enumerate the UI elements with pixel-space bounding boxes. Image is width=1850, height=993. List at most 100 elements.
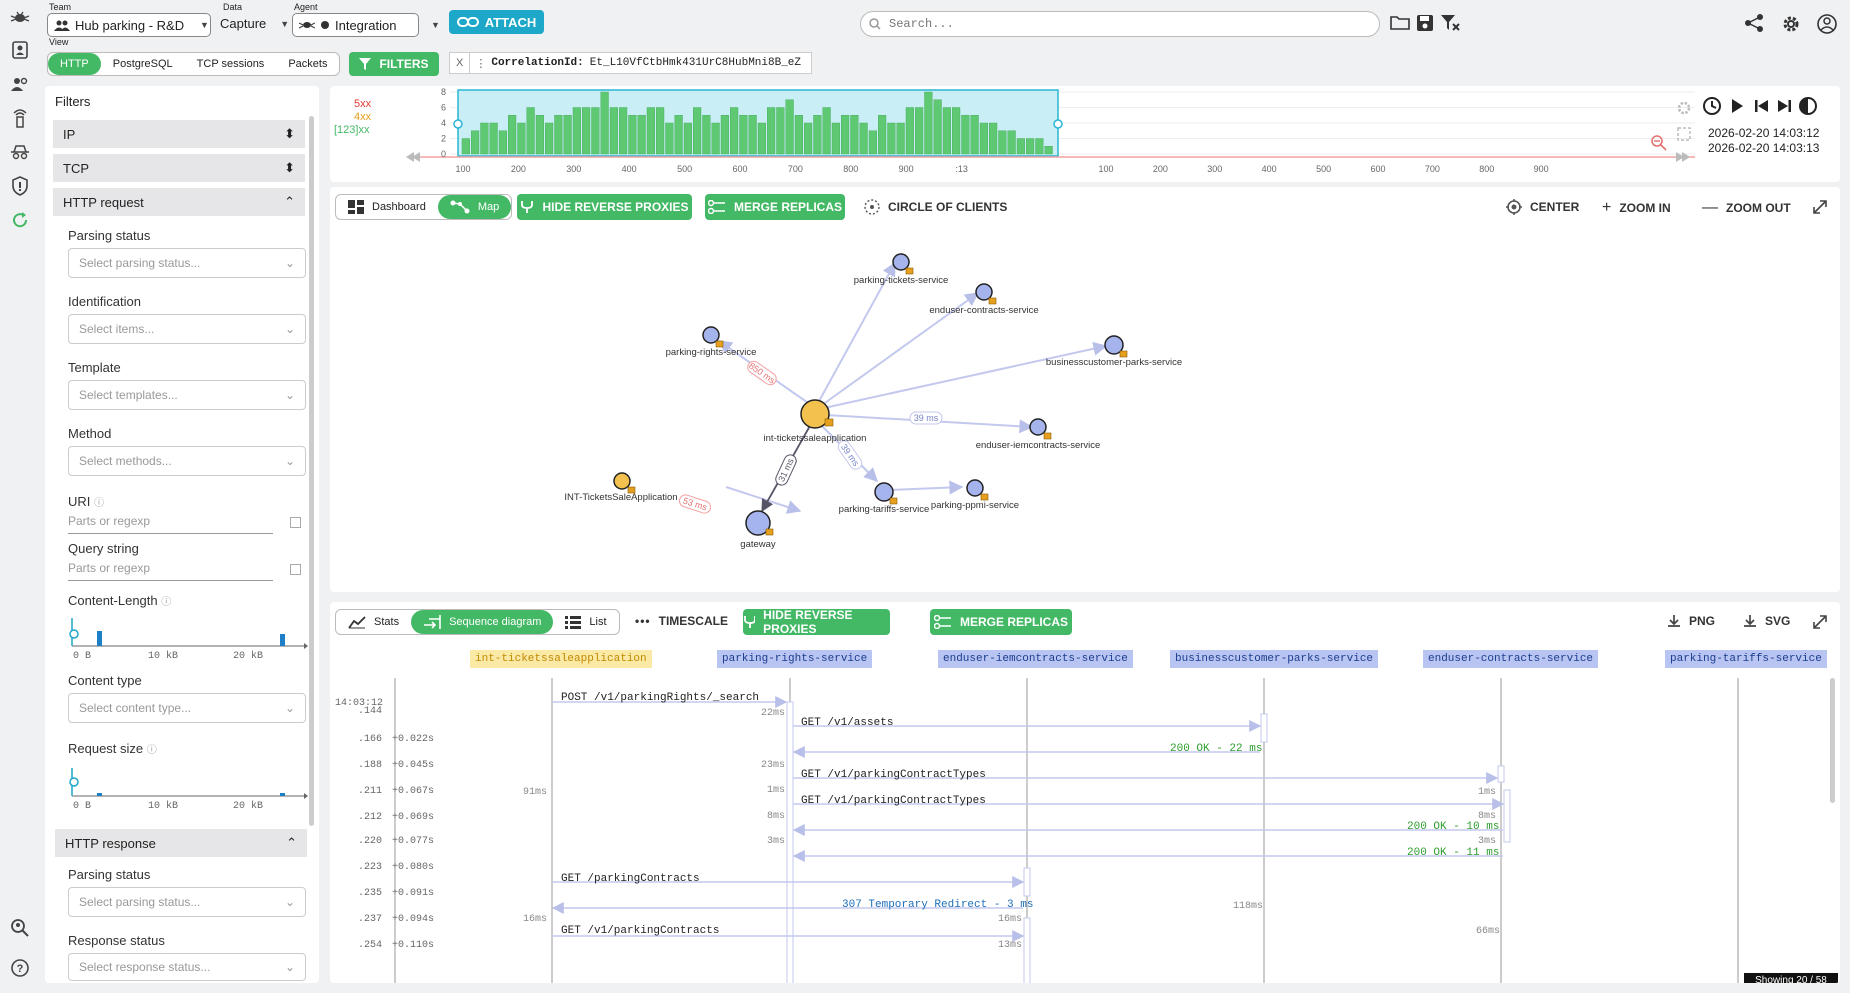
tab-packets[interactable]: Packets [288,58,328,70]
filter-clear-icon[interactable] [1440,14,1460,35]
map-expand-icon[interactable] [1812,199,1828,218]
clock-icon[interactable] [1702,96,1722,119]
uri-input[interactable]: Parts or regexp [68,512,273,534]
play-icon[interactable] [1730,98,1744,117]
app-logo-icon[interactable] [10,8,30,28]
settings-gear-icon[interactable] [1780,13,1802,38]
sequence-diagram[interactable] [330,668,1840,983]
timeline-gear-icon[interactable] [1676,100,1692,119]
share-icon[interactable] [1744,13,1764,36]
tab-http[interactable]: HTTP [48,53,101,75]
query-string-input[interactable]: Parts or regexp [68,559,273,581]
save-icon[interactable] [1416,14,1434,35]
section-tcp[interactable]: TCP⬍ [53,154,305,182]
seq-expand-icon[interactable] [1812,614,1828,633]
search-box[interactable] [860,11,1380,37]
seq-response[interactable]: 200 OK - 11 ms [1407,847,1500,859]
template-select[interactable]: Select templates...⌄ [68,380,306,410]
tab-stats[interactable]: Stats [336,610,411,634]
tab-tcp-sessions[interactable]: TCP sessions [196,58,265,70]
node-int-ticketssaleapplication-client[interactable] [613,472,631,490]
section-http-response[interactable]: HTTP response⌃ [55,829,307,857]
filters-button[interactable]: FILTERS [349,52,439,76]
seq-message[interactable]: GET /v1/parkingContractTypes [801,769,986,781]
tab-list[interactable]: List [553,610,618,634]
method-select[interactable]: Select methods...⌄ [68,446,306,476]
node-parking-ppmi-service[interactable] [966,479,984,497]
sidebar-scrollbar[interactable] [309,116,314,826]
center-button[interactable]: CENTER [1506,199,1579,215]
lifeline-header[interactable]: enduser-iemcontracts-service [938,650,1133,668]
req-parsing-status-select[interactable]: Select parsing status...⌄ [68,248,306,278]
skip-previous-icon[interactable] [1754,98,1770,117]
resp-parsing-status-select[interactable]: Select parsing status...⌄ [68,887,306,917]
users-icon[interactable] [10,74,30,94]
seq-hide-reverse-proxies-button[interactable]: HIDE REVERSE PROXIES [743,608,890,636]
agent-select[interactable]: Integration [292,13,419,37]
request-size-histogram[interactable] [68,762,308,802]
node-parking-rights-service[interactable] [702,326,720,344]
shield-icon[interactable] [10,176,30,196]
lifeline-header[interactable]: enduser-contracts-service [1423,650,1599,668]
selection-handle-right[interactable] [1053,119,1063,129]
seq-message[interactable]: GET /v1/parkingContracts [561,925,720,937]
refresh-icon[interactable] [10,210,30,230]
section-ip[interactable]: IP⬍ [53,120,305,148]
content-length-histogram[interactable] [68,612,308,652]
tab-dashboard[interactable]: Dashboard [336,195,438,219]
seq-message[interactable]: GET /v1/parkingContractTypes [801,795,986,807]
section-http-request[interactable]: HTTP request⌃ [53,188,305,216]
map-merge-replicas-button[interactable]: MERGE REPLICAS [705,194,845,220]
forward-end-icon[interactable] [1676,152,1690,162]
lifeline-header[interactable]: parking-rights-service [717,650,873,668]
skip-next-icon[interactable] [1776,98,1792,117]
profile-card-icon[interactable] [10,40,30,60]
node-int-ticketssaleapplication[interactable] [800,399,830,429]
tab-sequence-diagram[interactable]: Sequence diagram [411,610,554,634]
query-regex-checkbox[interactable] [290,564,301,575]
circle-of-clients-button[interactable]: CIRCLE OF CLIENTS [864,199,1007,215]
export-png-button[interactable]: PNG [1667,614,1715,628]
search-people-icon[interactable] [10,918,30,938]
export-svg-button[interactable]: SVG [1743,614,1790,628]
seq-scrollbar[interactable] [1830,678,1835,803]
seq-response[interactable]: 200 OK - 10 ms [1407,821,1500,833]
chip-close-button[interactable]: X [450,53,471,73]
seq-merge-replicas-button[interactable]: MERGE REPLICAS [930,609,1072,635]
live-icon[interactable] [1798,96,1818,119]
rewind-start-icon[interactable] [406,152,420,162]
team-chevron-down-icon[interactable]: ▼ [200,20,209,30]
uri-regex-checkbox[interactable] [290,517,301,528]
zoom-out-red-icon[interactable] [1650,134,1668,155]
seq-response[interactable]: 307 Temporary Redirect - 3 ms [842,899,1034,911]
spy-incognito-icon[interactable] [10,142,30,162]
content-type-select[interactable]: Select content type...⌄ [68,693,306,723]
lifeline-header[interactable]: int-ticketssaleapplication [470,650,652,668]
node-gateway[interactable] [745,510,771,536]
tab-postgresql[interactable]: PostgreSQL [112,58,173,70]
zoom-out-button[interactable]: —ZOOM OUT [1702,199,1791,217]
seq-response[interactable]: 200 OK - 22 ms [1170,743,1263,755]
node-enduser-iemcontracts-service[interactable] [1029,418,1047,436]
search-input[interactable] [889,17,1369,31]
chip-menu-icon[interactable]: ⋮ [475,57,487,70]
timescale-button[interactable]: •••TIMESCALE [635,614,728,628]
response-status-select[interactable]: Select response status...⌄ [68,953,306,981]
seq-message[interactable]: POST /v1/parkingRights/_search [561,692,760,704]
tab-map[interactable]: Map [437,195,512,219]
help-icon[interactable]: ? [10,958,30,978]
lifeline-header[interactable]: parking-tariffs-service [1665,650,1827,668]
account-icon[interactable] [1816,13,1838,38]
node-parking-tariffs-service[interactable] [874,482,894,502]
fit-icon[interactable] [1676,126,1692,145]
attach-button[interactable]: ATTACH [449,10,544,34]
folder-icon[interactable] [1390,14,1410,33]
identification-select[interactable]: Select items...⌄ [68,314,306,344]
node-businesscustomer-parks-service[interactable] [1104,335,1124,355]
seq-message[interactable]: GET /parkingContracts [561,873,700,885]
map-hide-reverse-proxies-button[interactable]: HIDE REVERSE PROXIES [517,194,692,220]
agent-chevron-down-icon[interactable]: ▼ [431,20,440,30]
lifeline-header[interactable]: businesscustomer-parks-service [1170,650,1379,668]
node-parking-tickets-service[interactable] [892,253,910,271]
